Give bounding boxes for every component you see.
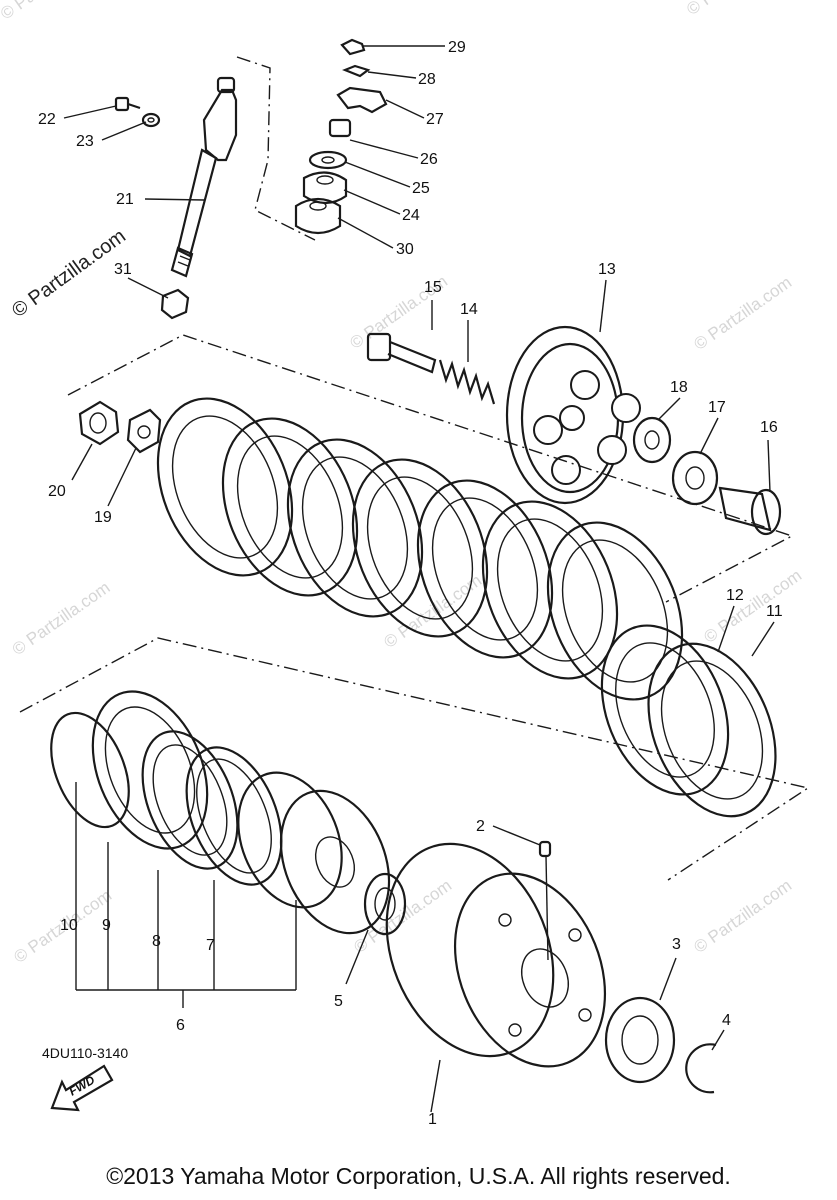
callout-9: 9 xyxy=(102,917,111,934)
callout-25: 25 xyxy=(412,180,430,197)
callout-22: 22 xyxy=(38,111,56,128)
leader-lines xyxy=(63,45,775,1113)
callout-16: 16 xyxy=(760,419,778,436)
callout-14: 14 xyxy=(460,301,478,318)
callout-7: 7 xyxy=(206,937,215,954)
callout-15: 15 xyxy=(424,279,442,296)
callout-27: 27 xyxy=(426,111,444,128)
callout-30: 30 xyxy=(396,241,414,258)
callout-31: 31 xyxy=(114,261,132,278)
callout-21: 21 xyxy=(116,191,134,208)
callout-5: 5 xyxy=(334,993,343,1010)
plate-stack xyxy=(156,397,777,818)
watermark-left: © Partzilla.com xyxy=(9,578,114,659)
callout-17: 17 xyxy=(708,399,726,416)
callout-24: 24 xyxy=(402,207,420,224)
callout-28: 28 xyxy=(418,71,436,88)
callout-11: 11 xyxy=(766,603,783,620)
copyright-notice: ©2013 Yamaha Motor Corporation, U.S.A. A… xyxy=(106,1163,731,1189)
diagram-code: 4DU110-3140 xyxy=(42,1045,129,1061)
watermark-dark: © Partzilla.com xyxy=(8,225,130,322)
watermark-low-right: © Partzilla.com xyxy=(690,876,795,957)
fwd-arrow: FWD xyxy=(50,1064,114,1112)
pressure-plate-assembly xyxy=(78,325,782,536)
callout-10: 10 xyxy=(60,917,78,934)
callouts: 1 2 3 4 5 6 7 8 9 10 11 12 13 14 15 16 1… xyxy=(38,39,783,1128)
callout-2: 2 xyxy=(476,818,485,835)
watermark-right: © Partzilla.com xyxy=(700,566,805,647)
callout-19: 19 xyxy=(94,509,112,526)
clutch-hub-assembly xyxy=(50,690,407,936)
shaft-assembly xyxy=(114,38,388,320)
callout-6: 6 xyxy=(176,1017,185,1034)
callout-26: 26 xyxy=(420,151,438,168)
callout-3: 3 xyxy=(672,936,681,953)
callout-20: 20 xyxy=(48,483,66,500)
plate-stack-bracket-upper xyxy=(67,334,794,603)
callout-13: 13 xyxy=(598,261,616,278)
callout-23: 23 xyxy=(76,133,94,150)
callout-4: 4 xyxy=(722,1012,731,1029)
clutch-housing xyxy=(385,840,717,1094)
callout-29: 29 xyxy=(448,39,466,56)
callout-12: 12 xyxy=(726,587,744,604)
watermark-mid-right: © Partzilla.com xyxy=(690,273,795,354)
callout-1: 1 xyxy=(428,1111,437,1128)
watermark-top-left: © Partzilla.com xyxy=(0,0,102,23)
fwd-label: FWD xyxy=(67,1073,98,1099)
plate-stack-bracket-lower xyxy=(19,637,810,881)
callout-8: 8 xyxy=(152,933,161,950)
watermark-center: © Partzilla.com xyxy=(380,571,485,652)
watermark-top-right: © Partzilla.com xyxy=(683,0,788,19)
callout-18: 18 xyxy=(670,379,688,396)
